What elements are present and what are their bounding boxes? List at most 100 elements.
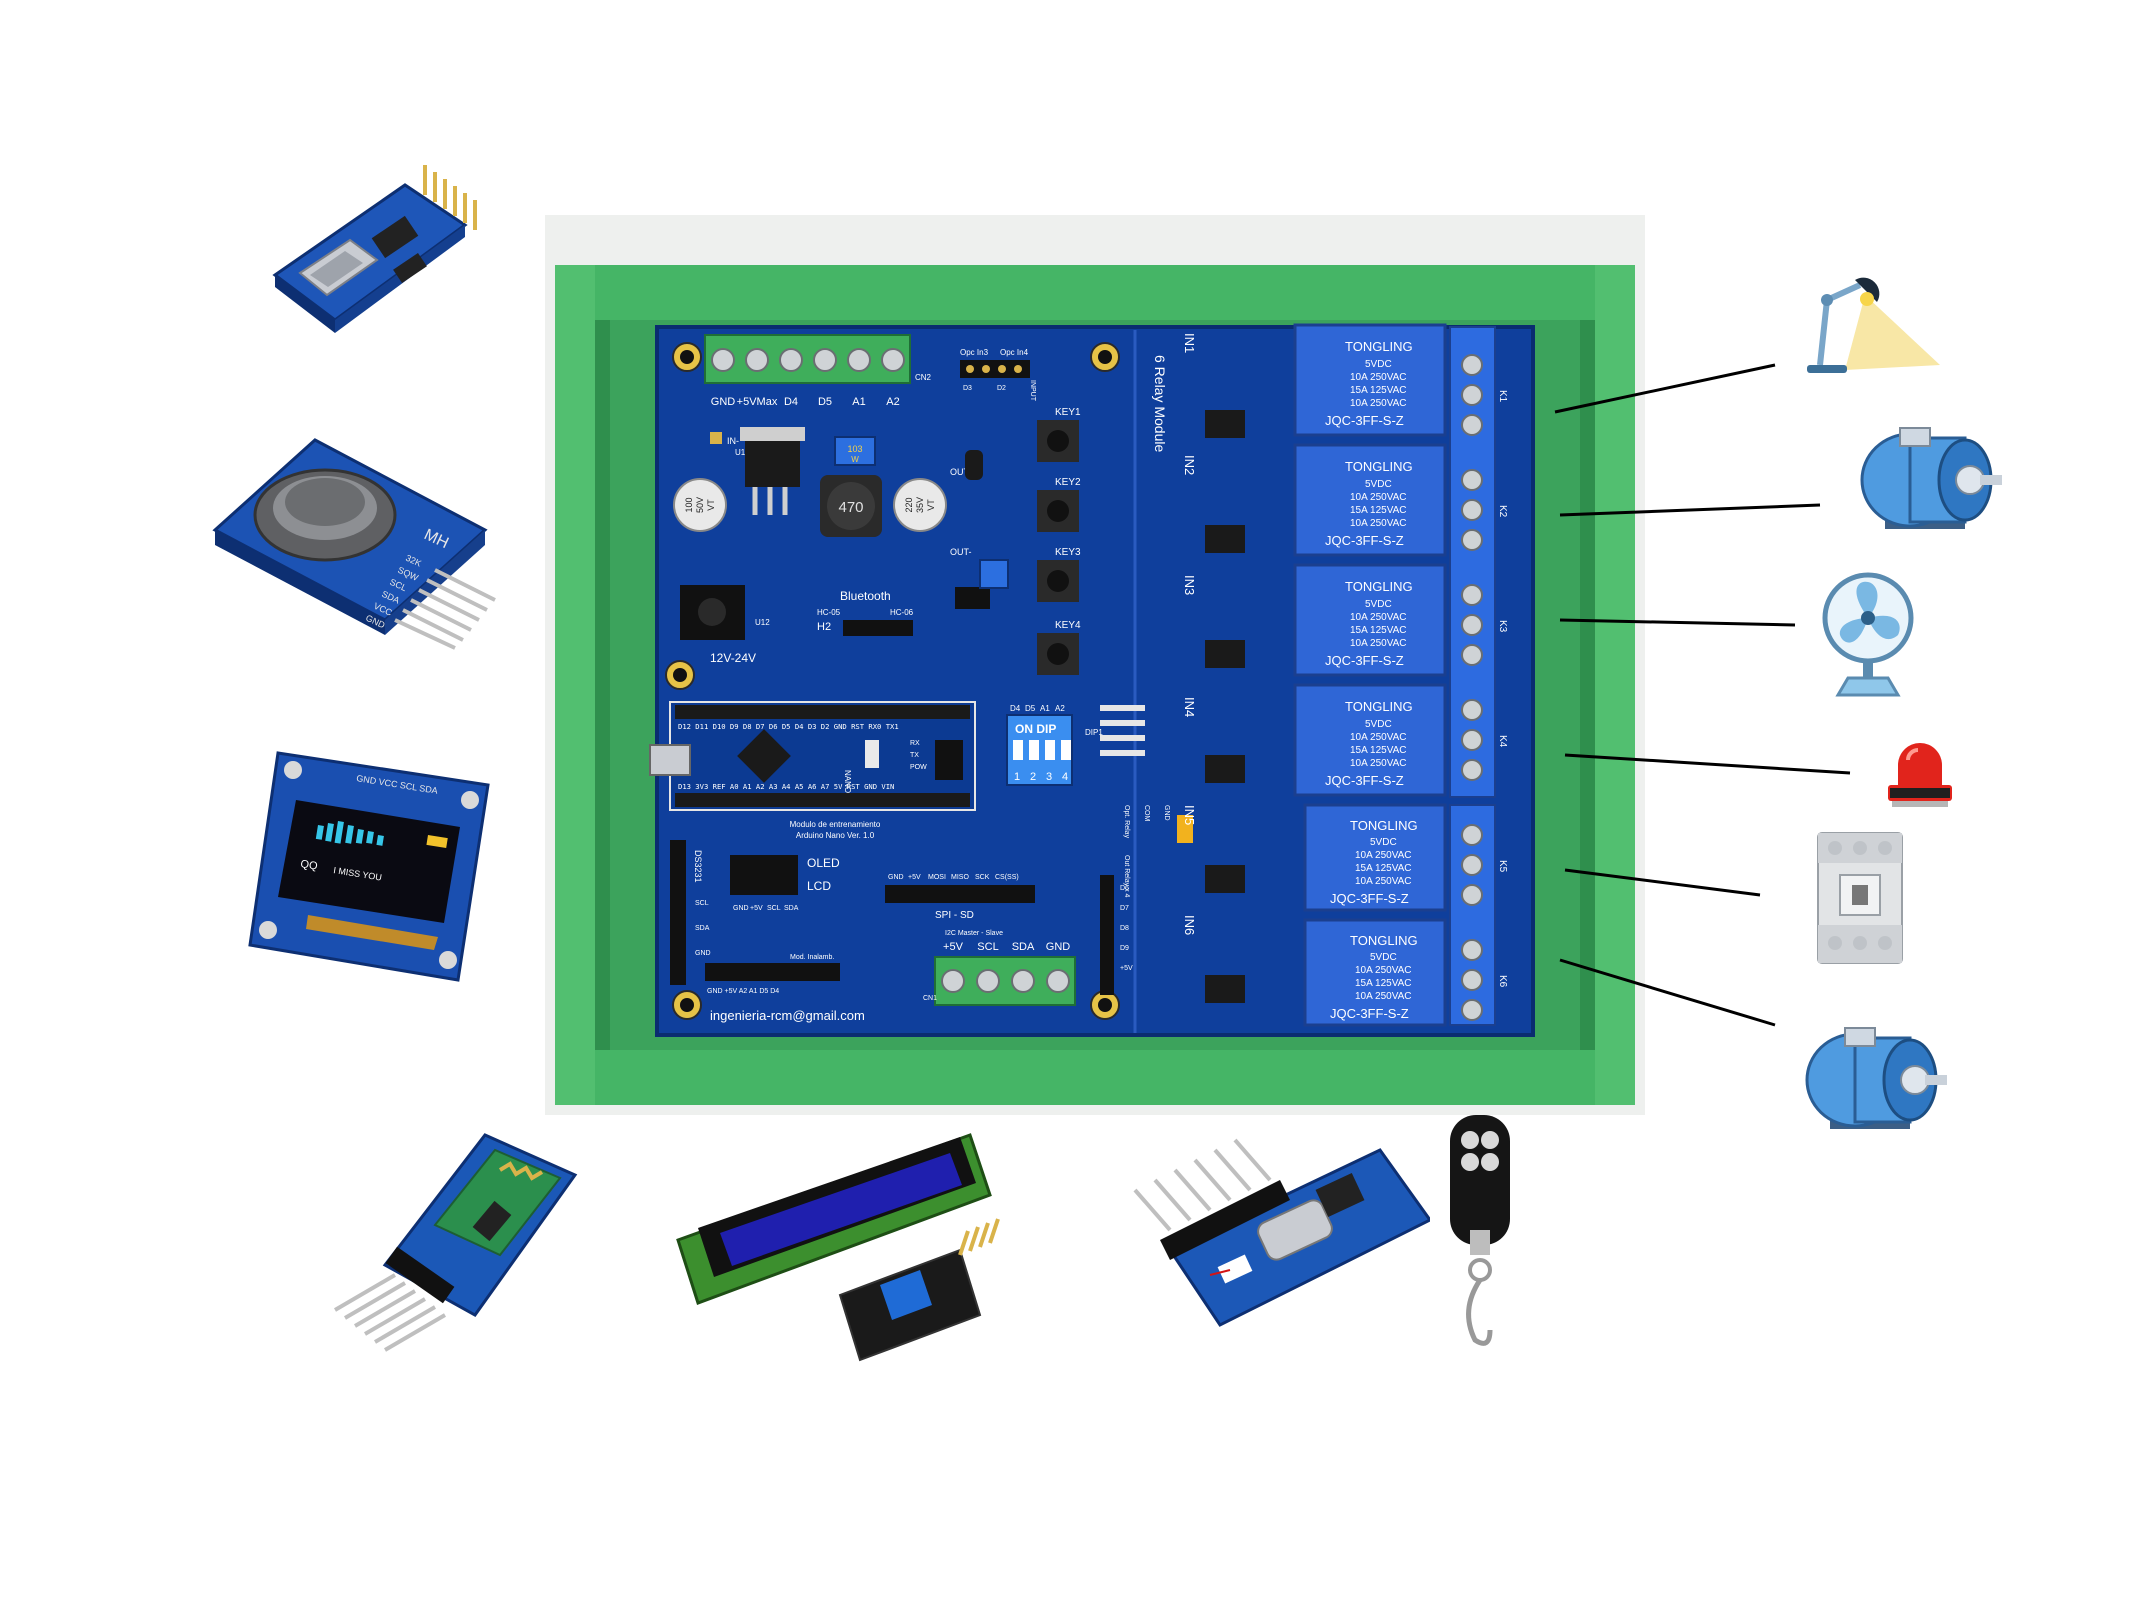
relay-brand: TONGLING [1345,579,1413,594]
microsd-module [272,165,477,333]
relay-spec: 5VDC [1365,359,1392,370]
alarm-beacon-icon [1888,743,1952,807]
pot-label: W [851,455,859,464]
oled-label: OLED [807,856,840,870]
relay-k6: TONGLING 5VDC 10A 250VAC 15A 125VAC 10A … [1303,918,1447,1027]
relay-spec: 10A 250VAC [1355,991,1412,1002]
relay-model: JQC-3FF-S-Z [1325,533,1404,548]
jumper-label: COM [1143,805,1150,822]
side-pin: D7 [1120,905,1129,912]
dip-col-labels: A1 [1040,704,1050,713]
cn2-pin-label: A1 [852,396,865,408]
lcd-label: LCD [807,879,831,893]
side-pin: +5V [1120,965,1133,972]
capacitor [673,478,727,532]
rtc-module: MH 32K SQW SCL SDA VCC GND [212,438,496,650]
opc-sub-label: D2 [997,385,1006,392]
relay-input-label: IN2 [1182,455,1197,475]
relay-brand: TONGLING [1345,459,1413,474]
relay-input-label: IN5 [1182,805,1197,825]
i2c-title: I2C Master - Slave [945,930,1003,937]
motor-icon [1860,427,2002,529]
side-pin: D6 [1120,885,1129,892]
power-label: 12V-24V [710,651,756,665]
dip-col-labels: D5 [1025,704,1036,713]
relay-spec: 5VDC [1370,837,1397,848]
wireless-label: Mod. Inalamb. [790,954,834,961]
k-label: K6 [1497,975,1508,988]
ds-label: DS3231 [693,850,703,883]
relay-spec: 15A 125VAC [1350,505,1407,516]
cn2-pin-label: A2 [886,396,899,408]
motor-icon [1805,1027,1947,1129]
relay-spec: 10A 250VAC [1350,398,1407,409]
relay-brand: TONGLING [1345,339,1413,354]
relay-model: JQC-3FF-S-Z [1325,653,1404,668]
dip-title: ON DIP [1015,722,1056,736]
terminal-block-cn2 [704,334,911,384]
dip-col-labels: A2 [1055,704,1065,713]
relay-spec: 15A 125VAC [1355,978,1412,989]
relay-spec: 10A 250VAC [1350,758,1407,769]
capacitor [893,478,947,532]
side-pin: D9 [1120,945,1129,952]
relay-spec: 5VDC [1365,719,1392,730]
relay-spec: 10A 250VAC [1350,638,1407,649]
relay-spec: 10A 250VAC [1355,850,1412,861]
rf-receiver-module [1133,1138,1430,1327]
i2c-pin: SCL [767,905,781,912]
nano-caption: Modulo de entrenamiento [790,820,881,829]
tactile-buttons [1037,420,1079,675]
relay-brand: TONGLING [1345,699,1413,714]
dip-id: DIP1 [1085,728,1103,737]
ds3231-header [670,840,686,985]
relay-input-label: IN6 [1182,915,1197,935]
jumper-label: GND [1163,805,1170,821]
ds-pin: GND [695,950,711,957]
dip-col-labels: D4 [1010,704,1021,713]
relay-input-label: IN1 [1182,333,1197,353]
opc-sub-label: D3 [963,385,972,392]
cap1-text: 100 [684,497,694,512]
nano-caption: Arduino Nano Ver. 1.0 [796,831,875,840]
relay-spec: 15A 125VAC [1350,745,1407,756]
relay-model: JQC-3FF-S-Z [1325,413,1404,428]
dip-number: 3 [1046,771,1052,783]
relay-model: JQC-3FF-S-Z [1330,891,1409,906]
in-label: IN- [727,436,739,446]
relay-k4: TONGLING 5VDC 10A 250VAC 15A 125VAC 10A … [1293,683,1447,797]
cn2-id: CN2 [915,373,932,382]
nano-top-pins: D12 D11 D10 D9 D8 D7 D6 D5 D4 D3 D2 GND … [678,722,899,731]
arduino-nano [669,701,976,811]
spi-pin: SCK [975,874,990,881]
relay-spec: 15A 125VAC [1350,385,1407,396]
k-label: K5 [1497,860,1508,873]
relay-spec: 5VDC [1365,479,1392,490]
arduino-relay-board: CN2 GND +5VMax D4 D5 A1 A2 Opc In3 Opc I… [545,215,1645,1115]
i2c-pin: +5V [750,905,763,912]
key-label: KEY2 [1055,477,1081,488]
k-label: K1 [1497,390,1508,403]
relay-input-label: IN4 [1182,697,1197,717]
k-label: K3 [1497,620,1508,633]
cn2-pin-label: +5VMax [737,396,778,408]
wireless-header [705,963,840,981]
usb-port [649,744,691,776]
u1-label: U1 [735,448,746,457]
i2c-pin: SDA [784,905,799,912]
relay-k5: TONGLING 5VDC 10A 250VAC 15A 125VAC 10A … [1303,803,1447,912]
remote-control-icon [1450,1115,1510,1346]
relay-spec: 5VDC [1370,952,1397,963]
cap2-text: 220 [904,497,914,512]
wireless-pins: GND +5V A2 A1 D5 D4 [707,988,779,995]
cn1-pin-label: +5V [943,941,964,953]
cn1-pin-label: SDA [1012,941,1035,953]
fan-icon [1822,572,1914,697]
relay-k1: TONGLING 5VDC 10A 250VAC 15A 125VAC 10A … [1293,323,1447,437]
relay-brand: TONGLING [1350,818,1418,833]
relay-spec: 10A 250VAC [1355,876,1412,887]
relay-spec: 10A 250VAC [1350,732,1407,743]
dip-number: 1 [1014,771,1020,783]
key-label: KEY1 [1055,407,1081,418]
spi-pin: +5V [908,874,921,881]
